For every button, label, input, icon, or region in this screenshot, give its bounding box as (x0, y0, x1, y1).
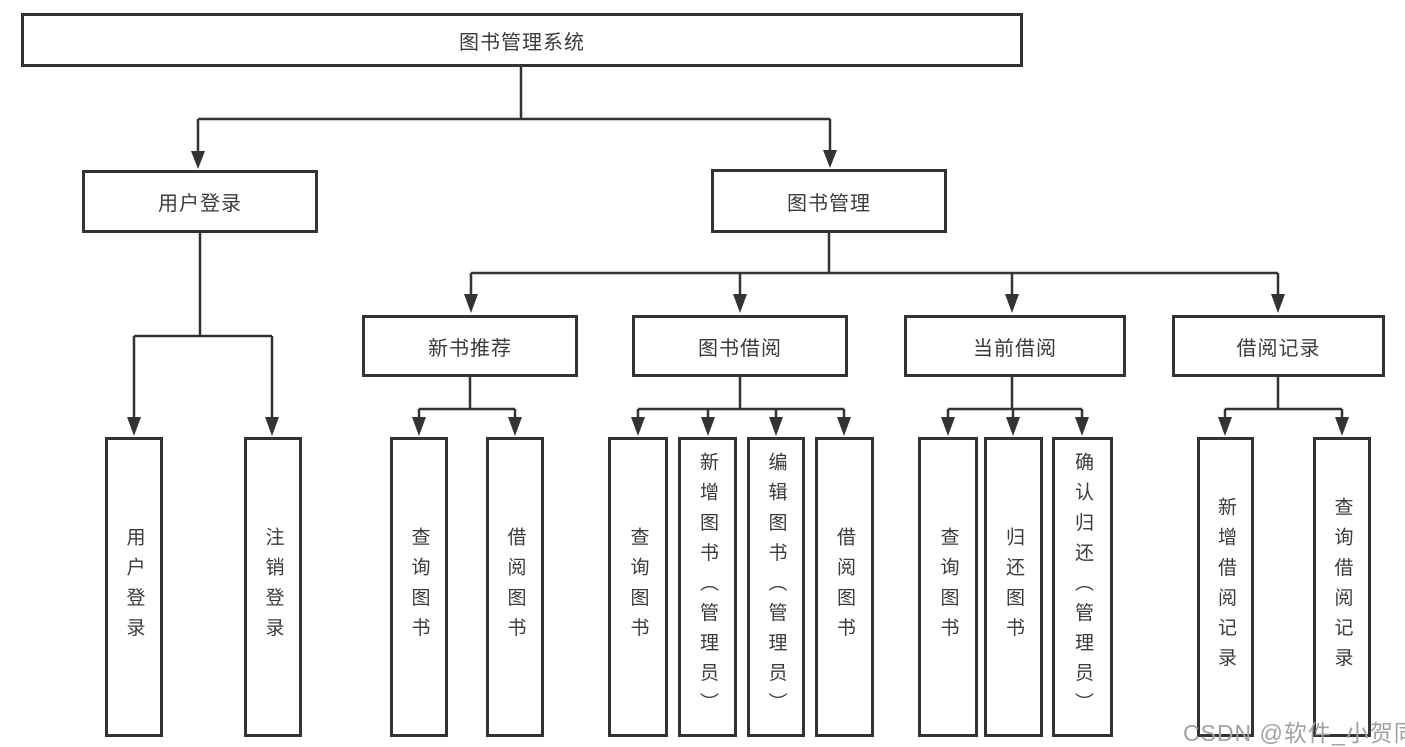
arrowhead (733, 294, 747, 313)
node-label: 借阅图书 (834, 526, 855, 648)
arrowhead (412, 417, 426, 436)
leaf-user-login: 用户登录 (105, 437, 163, 737)
arrowhead (127, 417, 141, 436)
node-book-borrowing: 图书借阅 (632, 315, 848, 377)
arrowhead (701, 417, 715, 436)
node-label: 新增图书（管理员） (697, 451, 718, 723)
node-label: 图书借阅 (698, 337, 782, 360)
node-label: 新书推荐 (428, 337, 512, 360)
arrowhead (769, 417, 783, 436)
arrowhead (823, 150, 837, 168)
node-new-book-recommendation: 新书推荐 (362, 315, 578, 377)
node-label: 注销登录 (262, 526, 284, 648)
arrowhead (837, 417, 851, 436)
leaf-borrow-books-recommend: 借阅图书 (486, 437, 544, 737)
node-label: 图书管理系统 (459, 31, 585, 54)
leaf-add-borrow-record: 新增借阅记录 (1197, 437, 1254, 737)
leaf-borrow-books: 借阅图书 (815, 437, 874, 737)
node-label: 查询借阅记录 (1331, 496, 1353, 678)
node-label: 借阅图书 (504, 526, 526, 648)
node-label: 查询图书 (627, 526, 649, 648)
arrowhead (1335, 417, 1349, 436)
arrowhead (265, 417, 279, 436)
node-label: 借阅记录 (1236, 337, 1321, 360)
node-current-borrowing: 当前借阅 (904, 315, 1126, 377)
leaf-logout: 注销登录 (244, 437, 302, 737)
leaf-edit-books-admin: 编辑图书（管理员） (747, 437, 805, 737)
node-borrowing-records: 借阅记录 (1172, 315, 1385, 377)
arrowhead (941, 417, 955, 436)
leaf-query-books-current: 查询图书 (918, 437, 978, 737)
node-label: 查询图书 (408, 526, 430, 648)
arrowhead (191, 151, 205, 169)
node-label: 用户登录 (123, 526, 145, 648)
node-label: 图书管理 (787, 192, 871, 215)
arrowhead (631, 417, 645, 436)
watermark: CSDN @软件_小贺同学 (1183, 720, 1405, 746)
node-label: 归还图书 (1003, 526, 1024, 648)
node-library-management-system: 图书管理系统 (21, 13, 1023, 67)
leaf-query-books-borrow: 查询图书 (608, 437, 668, 737)
leaf-add-books-admin: 新增图书（管理员） (678, 437, 737, 737)
node-label: 编辑图书（管理员） (765, 451, 787, 723)
arrowhead (1218, 417, 1232, 436)
leaf-query-books-recommend: 查询图书 (390, 437, 448, 737)
arrowhead (1271, 294, 1285, 313)
node-book-management: 图书管理 (711, 169, 947, 233)
arrowhead (508, 417, 522, 436)
arrowhead (1005, 294, 1019, 313)
node-user-login: 用户登录 (82, 170, 318, 233)
leaf-confirm-return-admin: 确认归还（管理员） (1052, 437, 1113, 737)
leaf-query-borrow-record: 查询借阅记录 (1313, 437, 1371, 737)
leaf-return-books: 归还图书 (984, 437, 1043, 737)
node-label: 新增借阅记录 (1215, 496, 1236, 678)
arrowhead (464, 294, 478, 313)
arrowhead (1006, 417, 1020, 436)
arrowhead (1075, 417, 1089, 436)
node-label: 当前借阅 (973, 337, 1057, 360)
node-label: 确认归还（管理员） (1072, 451, 1093, 723)
node-label: 查询图书 (937, 526, 959, 648)
node-label: 用户登录 (158, 193, 242, 215)
